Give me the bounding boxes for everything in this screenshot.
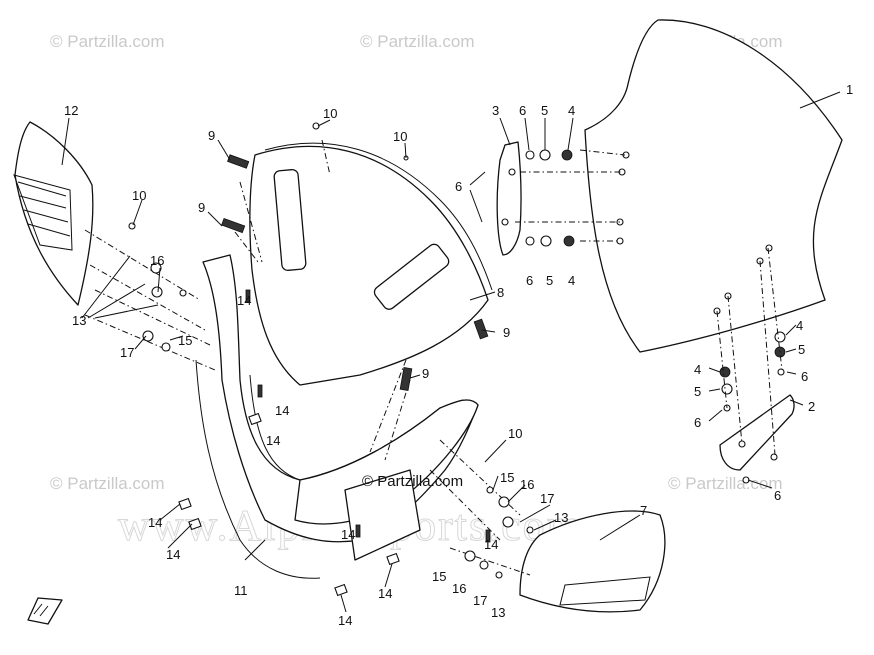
callout-6: 6 xyxy=(694,415,701,430)
callout-14: 14 xyxy=(166,547,180,562)
callout-10: 10 xyxy=(323,106,337,121)
callout-4: 4 xyxy=(796,318,803,333)
left-panel-vent xyxy=(13,174,73,251)
callout-16: 16 xyxy=(150,253,164,268)
upper-bracket xyxy=(496,141,522,256)
callout-13: 13 xyxy=(554,510,568,525)
callout-9: 9 xyxy=(503,325,510,340)
callout-6: 6 xyxy=(519,103,526,118)
inner-meter-cover xyxy=(249,145,489,386)
callout-14: 14 xyxy=(484,537,498,552)
callout-2: 2 xyxy=(808,399,815,414)
assembly-lines xyxy=(84,139,783,576)
callout-9: 9 xyxy=(422,366,429,381)
callout-14: 14 xyxy=(275,403,289,418)
watermark-partzilla-center: © Partzilla.com xyxy=(362,473,463,490)
windshield xyxy=(584,19,843,353)
mount-bracket xyxy=(273,168,307,272)
fastener-stack xyxy=(501,149,786,484)
callout-7: 7 xyxy=(640,503,647,518)
callout-13: 13 xyxy=(491,605,505,620)
callout-16: 16 xyxy=(452,581,466,596)
callout-16: 16 xyxy=(520,477,534,492)
callout-14: 14 xyxy=(378,586,392,601)
callout-17: 17 xyxy=(540,491,554,506)
callout-14: 14 xyxy=(266,433,280,448)
right-panel-vent xyxy=(559,576,651,606)
callout-14: 14 xyxy=(341,527,355,542)
callout-13: 13 xyxy=(72,313,86,328)
callout-4: 4 xyxy=(568,103,575,118)
leader-lines xyxy=(61,91,841,613)
callout-4: 4 xyxy=(694,362,701,377)
callout-5: 5 xyxy=(546,273,553,288)
callout-9: 9 xyxy=(198,200,205,215)
callout-15: 15 xyxy=(432,569,446,584)
callout-9: 9 xyxy=(208,128,215,143)
front-direction-arrow-icon xyxy=(27,597,63,625)
callout-10: 10 xyxy=(508,426,522,441)
callout-15: 15 xyxy=(178,333,192,348)
callout-10: 10 xyxy=(393,129,407,144)
callout-6: 6 xyxy=(774,488,781,503)
right-side-panel xyxy=(519,510,666,613)
callout-labels: 1 2 3 4 4 4 4 5 5 5 5 6 6 6 6 6 6 7 8 9 … xyxy=(64,82,853,628)
cowl-bracket xyxy=(344,469,421,561)
callout-10: 10 xyxy=(132,188,146,203)
callout-1: 1 xyxy=(846,82,853,97)
callout-15: 15 xyxy=(500,470,514,485)
callout-5: 5 xyxy=(694,384,701,399)
mount-bracket xyxy=(373,243,450,310)
lower-bracket xyxy=(719,394,795,471)
callout-3: 3 xyxy=(492,103,499,118)
callout-14: 14 xyxy=(148,515,162,530)
callout-5: 5 xyxy=(798,342,805,357)
callout-17: 17 xyxy=(120,345,134,360)
callout-6: 6 xyxy=(526,273,533,288)
callout-14: 14 xyxy=(237,293,251,308)
watermark-partzilla: © Partzilla.com xyxy=(50,474,165,493)
callout-17: 17 xyxy=(473,593,487,608)
callout-12: 12 xyxy=(64,103,78,118)
callout-11: 11 xyxy=(234,583,248,598)
callout-5: 5 xyxy=(541,103,548,118)
callout-8: 8 xyxy=(497,285,504,300)
watermark-partzilla: © Partzilla.com xyxy=(50,32,165,51)
watermark-partzilla: © Partzilla.com xyxy=(360,32,475,51)
callout-6: 6 xyxy=(455,179,462,194)
left-side-panel xyxy=(14,121,94,306)
callout-4: 4 xyxy=(568,273,575,288)
callout-6: 6 xyxy=(801,369,808,384)
watermark-partzilla: © Partzilla.com xyxy=(668,474,783,493)
callout-14: 14 xyxy=(338,613,352,628)
